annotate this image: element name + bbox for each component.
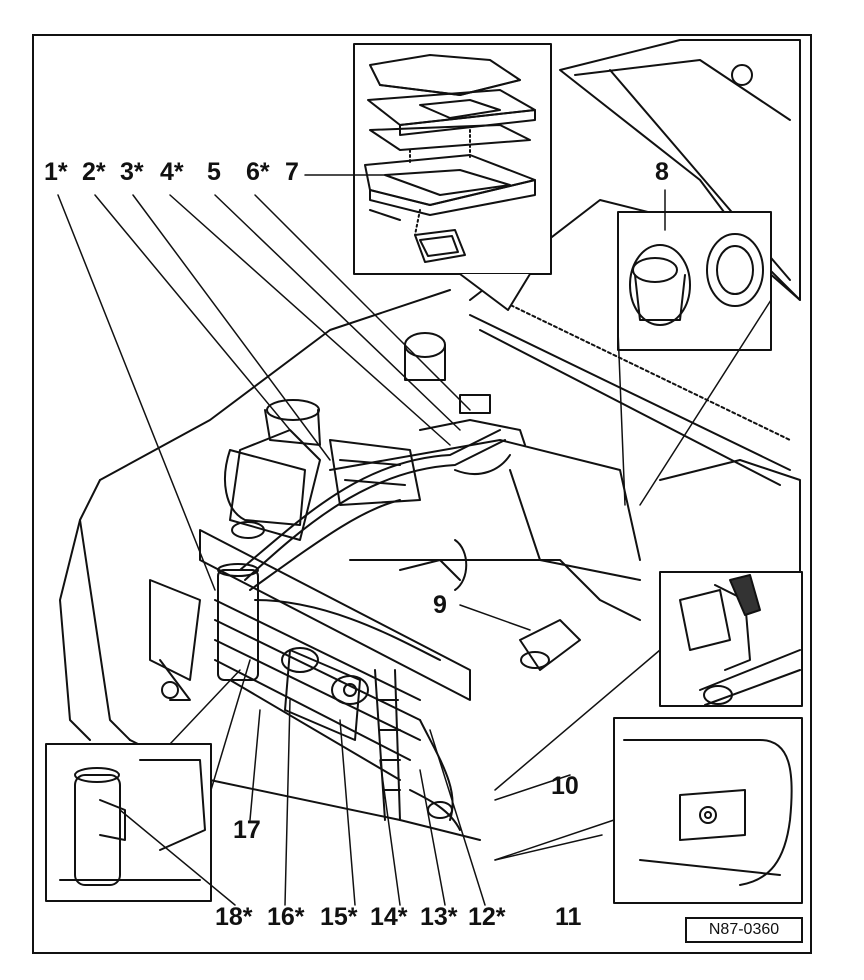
leader-lines bbox=[57, 174, 772, 906]
callout-14: 14* bbox=[370, 903, 408, 931]
inset-drier bbox=[45, 743, 212, 902]
callout-2: 2* bbox=[82, 158, 106, 186]
callout-1: 1* bbox=[44, 158, 68, 186]
callout-15: 15* bbox=[320, 903, 358, 931]
callout-6: 6* bbox=[246, 158, 270, 186]
callout-4: 4* bbox=[160, 158, 184, 186]
inset-cap bbox=[617, 211, 772, 351]
inset-bracket bbox=[613, 717, 803, 904]
callout-13: 13* bbox=[420, 903, 458, 931]
callout-3: 3* bbox=[120, 158, 144, 186]
callout-11: 11 bbox=[555, 903, 582, 931]
inset-filter-housing bbox=[353, 43, 552, 311]
callout-10: 10 bbox=[551, 772, 579, 800]
callout-5: 5 bbox=[207, 158, 221, 186]
callout-17: 17 bbox=[233, 816, 261, 844]
car-body bbox=[59, 39, 801, 841]
inset-connector bbox=[659, 571, 803, 707]
callout-12: 12* bbox=[468, 903, 506, 931]
callout-7: 7 bbox=[285, 158, 299, 186]
callout-16: 16* bbox=[267, 903, 305, 931]
callout-8: 8 bbox=[655, 158, 669, 186]
callout-9: 9 bbox=[433, 591, 447, 619]
callout-18: 18* bbox=[215, 903, 253, 931]
figure-code: N87-0360 bbox=[685, 917, 803, 943]
